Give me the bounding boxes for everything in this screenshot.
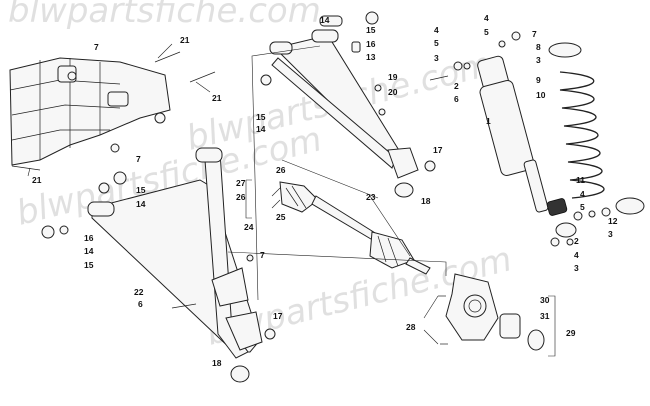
callout-4c: 4: [580, 189, 585, 199]
callout-3a: 3: [536, 55, 541, 65]
callout-15c: 15: [136, 185, 146, 195]
callout-29: 29: [566, 328, 576, 338]
callout-26b: 26: [236, 192, 246, 202]
callout-16a: 16: [366, 39, 376, 49]
callout-31: 31: [540, 311, 550, 321]
callout-5b: 5: [434, 38, 439, 48]
frame-assembly: [9, 57, 171, 166]
callout-18b: 18: [212, 358, 222, 368]
callout-3d: 3: [574, 263, 579, 273]
callout-8: 8: [536, 42, 541, 52]
callout-20: 20: [388, 87, 398, 97]
callout-4d: 4: [574, 250, 579, 260]
callout-12: 12: [608, 216, 618, 226]
callout-23: 23: [366, 192, 376, 202]
callout-9: 9: [536, 75, 541, 85]
callout-24: 24: [244, 222, 254, 232]
callout-4b: 4: [434, 25, 439, 35]
callout-19: 19: [388, 72, 398, 82]
callout-6a: 6: [454, 94, 459, 104]
upper-a-arm: [269, 29, 419, 198]
callout-14c: 14: [136, 199, 146, 209]
callout-21b: 21: [212, 93, 222, 103]
steering-knuckle: [445, 273, 545, 351]
callout-14b: 14: [256, 124, 266, 134]
callout-26a: 26: [276, 165, 286, 175]
watermark-text-top: blwpartsfiche.com: [8, 0, 321, 31]
shock-absorber: [477, 42, 582, 238]
callout-18a: 18: [421, 196, 431, 206]
callout-7b: 7: [136, 154, 141, 164]
callout-30: 30: [540, 295, 550, 305]
callout-4a: 4: [484, 13, 489, 23]
cv-drive-shaft: [279, 181, 431, 275]
callout-5a: 5: [484, 27, 489, 37]
callout-25: 25: [276, 212, 286, 222]
callout-21c: 21: [32, 175, 42, 185]
callout-16b: 16: [84, 233, 94, 243]
callout-7a: 7: [94, 42, 99, 52]
callout-10: 10: [536, 90, 546, 100]
callout-28: 28: [406, 322, 416, 332]
leader-lines: [27, 43, 556, 357]
callout-3b: 3: [434, 53, 439, 63]
callout-27: 27: [236, 178, 246, 188]
callout-15a: 15: [366, 25, 376, 35]
lower-a-arm: [87, 147, 263, 383]
coil-spring: [559, 71, 645, 215]
callout-14a: 14: [320, 15, 330, 25]
callout-5c: 5: [580, 202, 585, 212]
callout-2: 2: [454, 81, 459, 91]
callout-21a: 21: [180, 35, 190, 45]
watermark: blwpartsfiche.com blwpartsfiche.com blwp…: [8, 0, 516, 354]
callout-15d: 15: [84, 260, 94, 270]
callout-14d: 14: [84, 246, 94, 256]
callout-11: 11: [576, 175, 585, 185]
callout-7d: 7: [260, 250, 265, 260]
callout-17a: 17: [433, 145, 443, 155]
callout-2b: 2: [574, 236, 579, 246]
callout-7c: 7: [532, 29, 537, 39]
callout-6b: 6: [138, 299, 143, 309]
fasteners: [11, 11, 611, 345]
callout-1: 1: [486, 116, 491, 126]
callout-3c: 3: [608, 229, 613, 239]
callout-17b: 17: [273, 311, 283, 321]
callout-22: 22: [134, 287, 144, 297]
callout-15b: 15: [256, 112, 266, 122]
callout-13: 13: [366, 52, 376, 62]
callout-labels: 7 21 21 7 21 14 15 16 13 19 20 15 14 17 …: [32, 13, 618, 368]
